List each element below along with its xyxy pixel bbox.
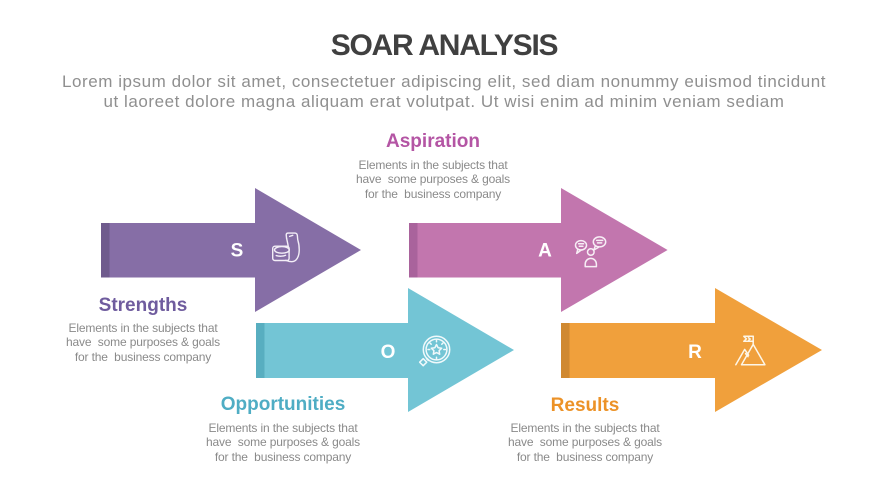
- svg-text:O: O: [381, 342, 396, 363]
- svg-text:R: R: [688, 342, 702, 363]
- svg-text:A: A: [538, 241, 552, 262]
- svg-text:S: S: [231, 241, 244, 262]
